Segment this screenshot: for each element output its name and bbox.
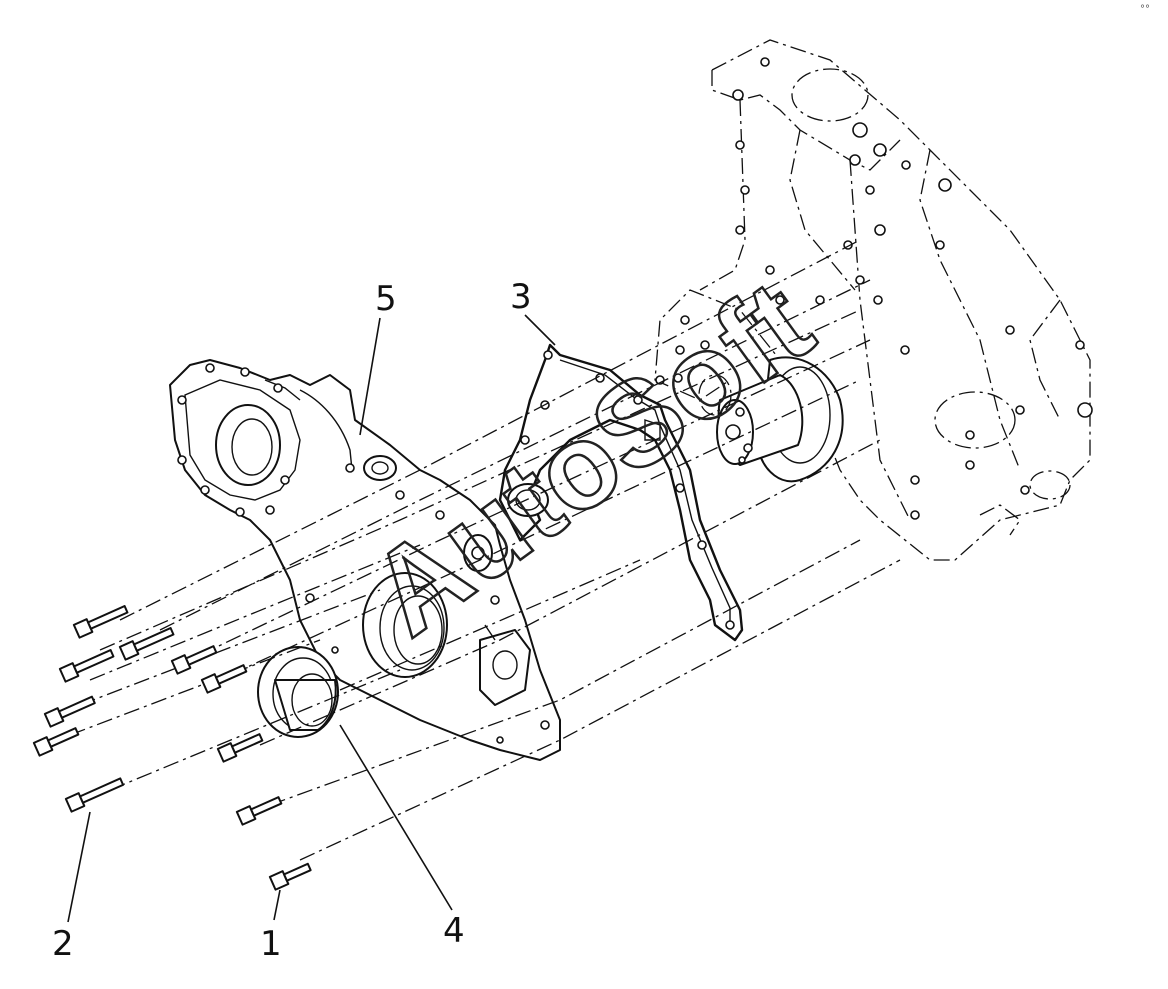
leader-5 [359, 317, 381, 436]
leader-4 [339, 724, 453, 911]
bolt [64, 777, 125, 813]
leader-3 [524, 314, 556, 346]
leader-2 [67, 811, 91, 923]
callout-label-4: 4 [443, 911, 465, 951]
leader-1 [273, 889, 281, 921]
bolt [58, 649, 115, 683]
alignment-lines [69, 239, 901, 861]
bolt [72, 605, 129, 639]
bolt [170, 645, 218, 675]
bolt [200, 664, 248, 694]
crankshaft-front-seal [257, 646, 339, 738]
callout-label-3: 3 [510, 277, 532, 317]
bolt [216, 733, 264, 763]
front-timing-cover [169, 359, 561, 761]
corner-mark: °° [1140, 4, 1150, 15]
bolts [32, 605, 312, 891]
bolt [118, 627, 175, 661]
front-cover-gasket [498, 343, 744, 642]
callout-label-2: 2 [52, 924, 74, 964]
bolt [268, 862, 312, 891]
bolt [235, 796, 283, 826]
crankshaft-hub [698, 356, 844, 483]
engine-block [654, 39, 1093, 561]
callout-leaders [67, 314, 556, 923]
callout-label-5: 5 [375, 279, 397, 319]
bolt [43, 695, 96, 728]
bolt [32, 727, 80, 757]
callout-label-1: 1 [260, 924, 282, 964]
